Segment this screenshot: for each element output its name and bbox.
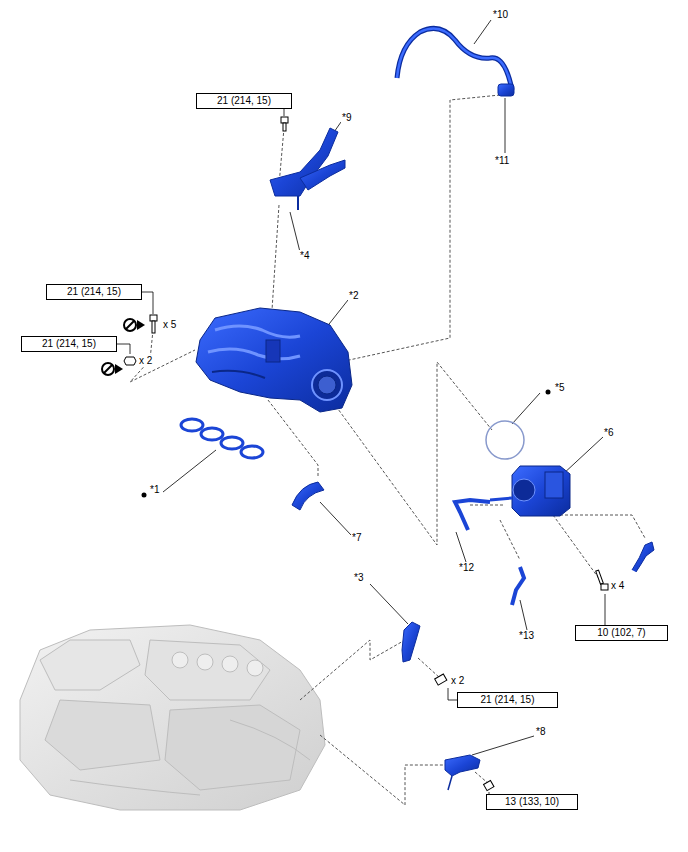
quantity-label: x 4 [610, 580, 625, 592]
callout-number: *3 [353, 572, 364, 584]
callout-number: *8 [535, 726, 546, 738]
callout-number: *13 [518, 630, 535, 642]
callout-number: *5 [554, 382, 565, 394]
bullet-mark [142, 493, 147, 498]
callout-number: *1 [149, 484, 160, 496]
bracket [445, 755, 480, 790]
quantity-label: x 2 [138, 355, 153, 367]
connector [632, 542, 654, 572]
callout-number: *11 [494, 155, 510, 167]
throttle-body [490, 466, 570, 516]
torque-value: 21 (214, 15) [217, 95, 271, 107]
hose [512, 567, 524, 605]
assembly-line [130, 95, 645, 805]
pipe-bracket [270, 128, 345, 210]
torque-spec-box: 21 (214, 15) [457, 692, 558, 708]
callout-number: *10 [492, 9, 509, 21]
torque-spec-box: 21 (214, 15) [46, 284, 142, 300]
torque-spec-box: 21 (214, 15) [196, 93, 292, 109]
engine-illustration [20, 625, 325, 810]
torque-spec-box: 10 (102, 7) [575, 625, 668, 641]
torque-value: 21 (214, 15) [67, 286, 121, 298]
hose [455, 500, 490, 530]
gasket [486, 421, 524, 459]
leader-line [117, 20, 605, 800]
torque-value: 10 (102, 7) [597, 627, 645, 639]
callout-number: *6 [603, 427, 614, 439]
hose [292, 482, 324, 510]
callout-number: *9 [341, 112, 352, 124]
torque-spec-box: 13 (133, 10) [486, 794, 578, 810]
callout-number: *7 [351, 532, 362, 544]
hose [397, 28, 514, 96]
callout-number: *2 [348, 290, 359, 302]
gasket [181, 419, 263, 458]
callout-number: *12 [458, 562, 475, 574]
quantity-label: x 2 [450, 675, 465, 687]
torque-value: 21 (214, 15) [481, 694, 535, 706]
torque-spec-box: 21 (214, 15) [21, 336, 117, 352]
intake-manifold [196, 308, 352, 412]
bullet-mark [546, 390, 551, 395]
callout-number: *4 [299, 250, 310, 262]
bolt [124, 117, 608, 791]
torque-value: 13 (133, 10) [505, 796, 559, 808]
torque-value: 21 (214, 15) [42, 338, 96, 350]
bracket [402, 622, 420, 662]
quantity-label: x 5 [162, 319, 177, 331]
